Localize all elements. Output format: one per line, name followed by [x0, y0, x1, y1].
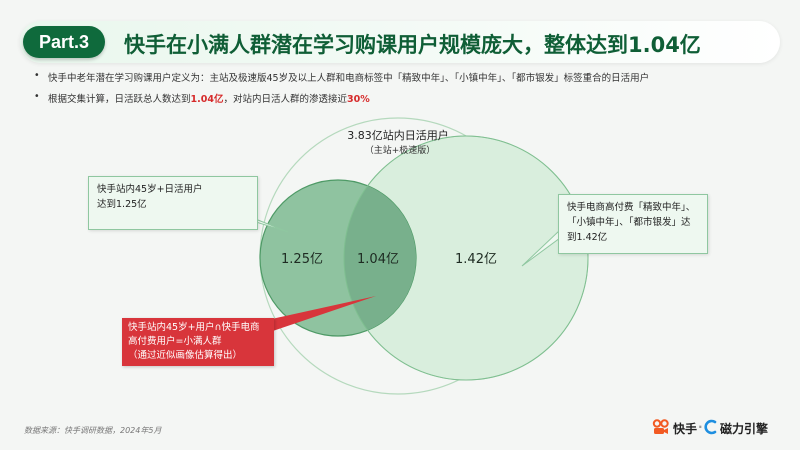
right-set-value: 1.42亿	[455, 252, 497, 267]
intersection-value: 1.04亿	[357, 252, 399, 267]
left-set-value: 1.25亿	[281, 252, 323, 267]
callout-line: 快手站内45岁+用户∩快手电商	[128, 322, 260, 333]
callout-line: 快手电商高付费「精致中年」、	[567, 202, 696, 213]
callout-line: （通过近似画像估算得出）	[128, 350, 243, 361]
bullet-text: 根据交集计算，日活跃总人数达到	[48, 94, 191, 105]
bullet-item: 快手中老年潜在学习购课用户定义为：主站及极速版45岁及以上人群和电商标签中「精致…	[34, 70, 649, 84]
data-source-note: 数据来源：快手调研数据，2024年5月	[24, 426, 162, 435]
kuaishou-logo-icon	[652, 419, 669, 434]
cili-engine-logo-icon	[704, 419, 717, 435]
bullet-text: 快手中老年潜在学习购课用户定义为：主站及极速版45岁及以上人群和电商标签中「精致…	[48, 73, 650, 84]
brand-separator: ·	[698, 420, 703, 434]
outer-population-label: 3.83亿站内日活用户	[347, 128, 449, 142]
outer-population-sublabel: （主站+极速版）	[365, 144, 436, 156]
bullet-text: ，对站内日活人群的渗透接近	[223, 94, 347, 105]
bullet-item: 根据交集计算，日活跃总人数达到1.04亿，对站内日活人群的渗透接近30%	[34, 91, 649, 105]
callout-line: 达到1.25亿	[97, 199, 147, 210]
intersection-callout: 快手站内45岁+用户∩快手电商 高付费用户=小满人群 （通过近似画像估算得出）	[122, 318, 274, 366]
brand-cili-engine: 磁力引擎	[720, 422, 769, 436]
highlight-value: 1.04亿	[190, 94, 224, 105]
callout-line: 快手站内45岁+日活用户	[97, 184, 203, 195]
callout-line: 高付费用户=小满人群	[128, 336, 222, 347]
right-set-callout: 快手电商高付费「精致中年」、 「小镇中年」、「都市银发」达 到1.42亿	[558, 194, 708, 254]
red-callout-pointer	[258, 296, 376, 336]
brand-kuaishou: 快手	[673, 422, 698, 436]
right-set-outline	[343, 135, 589, 381]
part-badge: Part.3	[23, 26, 105, 58]
left-set-callout: 快手站内45岁+日活用户 达到1.25亿	[88, 176, 258, 230]
highlight-value: 30%	[346, 94, 370, 105]
page-title: 快手在小满人群潜在学习购课用户规模庞大，整体达到1.04亿	[124, 33, 701, 57]
bullet-list: 快手中老年潜在学习购课用户定义为：主站及极速版45岁及以上人群和电商标签中「精致…	[34, 70, 649, 112]
header-bar	[20, 21, 780, 63]
callout-line: 到1.42亿	[567, 232, 608, 243]
callout-line: 「小镇中年」、「都市银发」达	[567, 217, 691, 228]
